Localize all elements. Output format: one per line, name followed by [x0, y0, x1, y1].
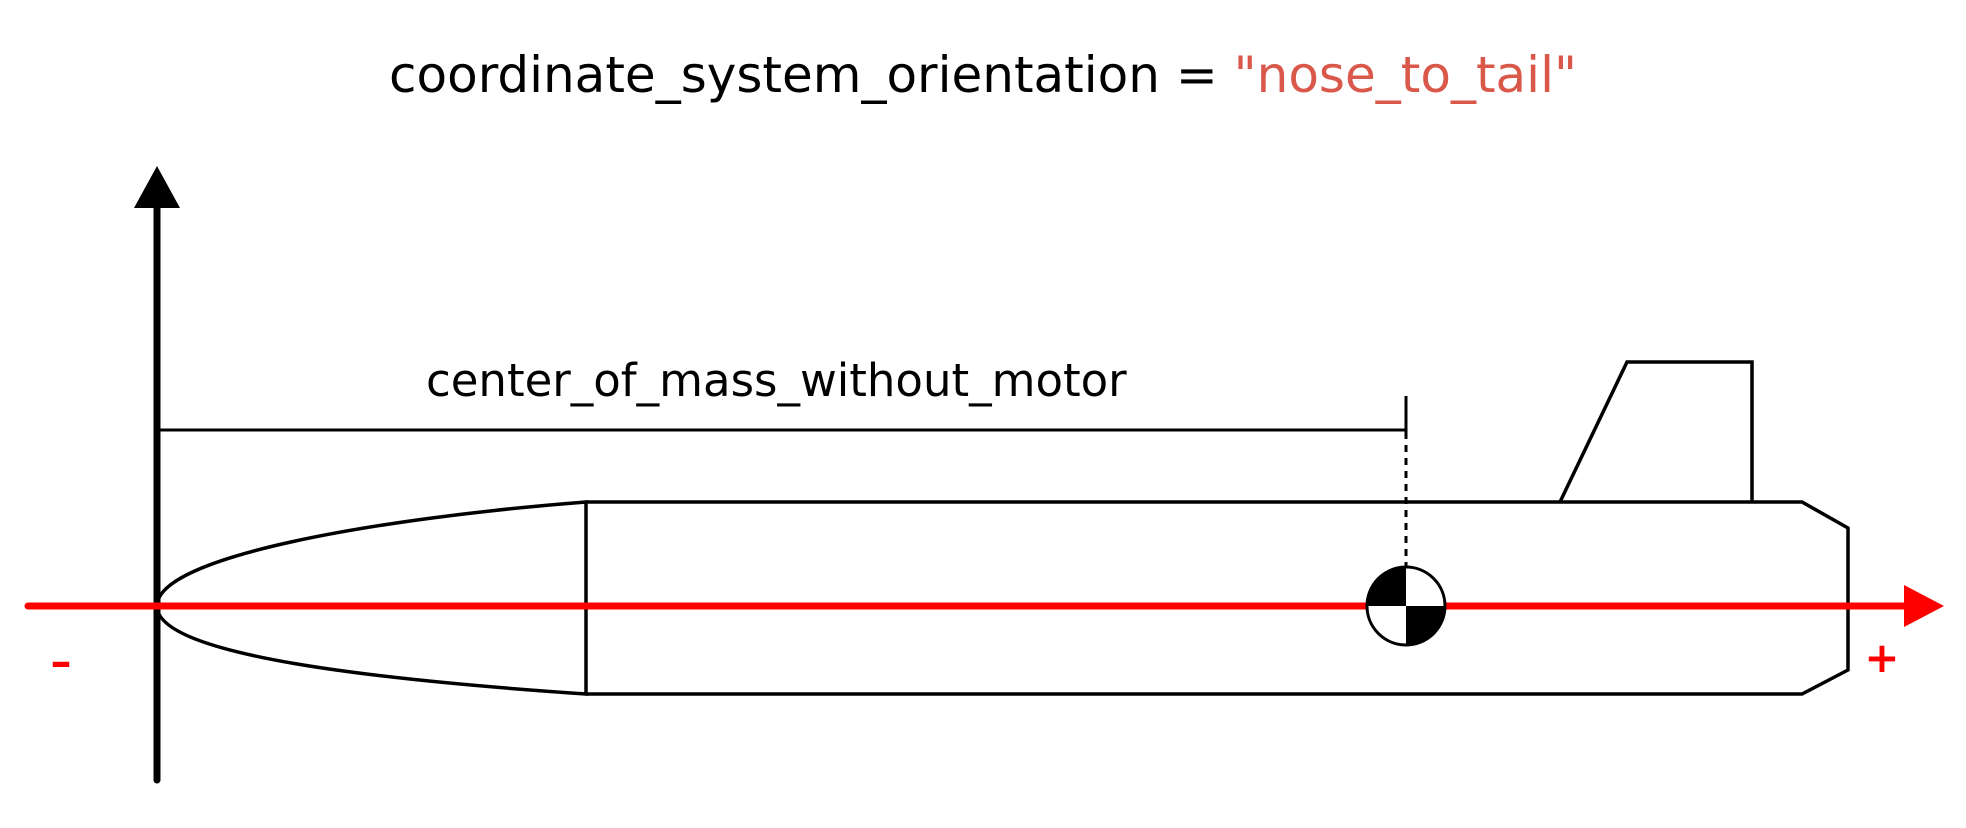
axis-negative-label: – [51, 637, 72, 686]
vertical-axis-arrow-icon [134, 166, 180, 208]
body-tube [586, 500, 1850, 696]
title-value: "nose_to_tail" [1234, 46, 1577, 104]
center-of-mass-icon [1365, 565, 1447, 647]
fin [1558, 360, 1754, 503]
horizontal-axis-arrow-icon [1904, 585, 1944, 627]
title-key: coordinate_system_orientation = [389, 46, 1234, 104]
diagram-title: coordinate_system_orientation = "nose_to… [389, 46, 1577, 104]
axis-positive-label: + [1864, 633, 1899, 682]
nose-cone [155, 500, 588, 696]
dimension-label: center_of_mass_without_motor [426, 354, 1127, 407]
